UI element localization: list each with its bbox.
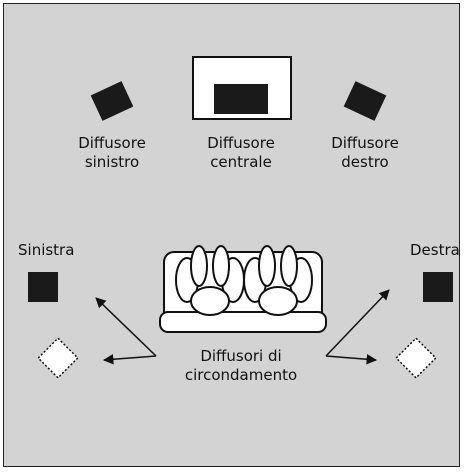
surround-left-label: Sinistra [18,241,75,259]
surround-left-speaker [28,272,58,302]
front-right-speaker [343,81,387,121]
surround-left-optional-speaker [37,337,79,379]
front-right-label: Diffusore destro [331,134,399,171]
front-left-speaker [90,81,134,121]
sofa [159,245,327,333]
front-left-label: Diffusore sinistro [78,134,146,171]
diagram-canvas [28,56,453,379]
surround-arrows [95,289,390,365]
center-label: Diffusore centrale [207,134,275,171]
surround-right-optional-speaker [395,337,437,379]
surround-right-label: Destra [410,241,460,259]
diagram-frame: Diffusore sinistro Diffusore centrale Di… [3,3,460,467]
surround-right-speaker [423,272,453,302]
surround-caption: Diffusori di circondamento [184,347,298,384]
center-speaker [214,84,268,114]
